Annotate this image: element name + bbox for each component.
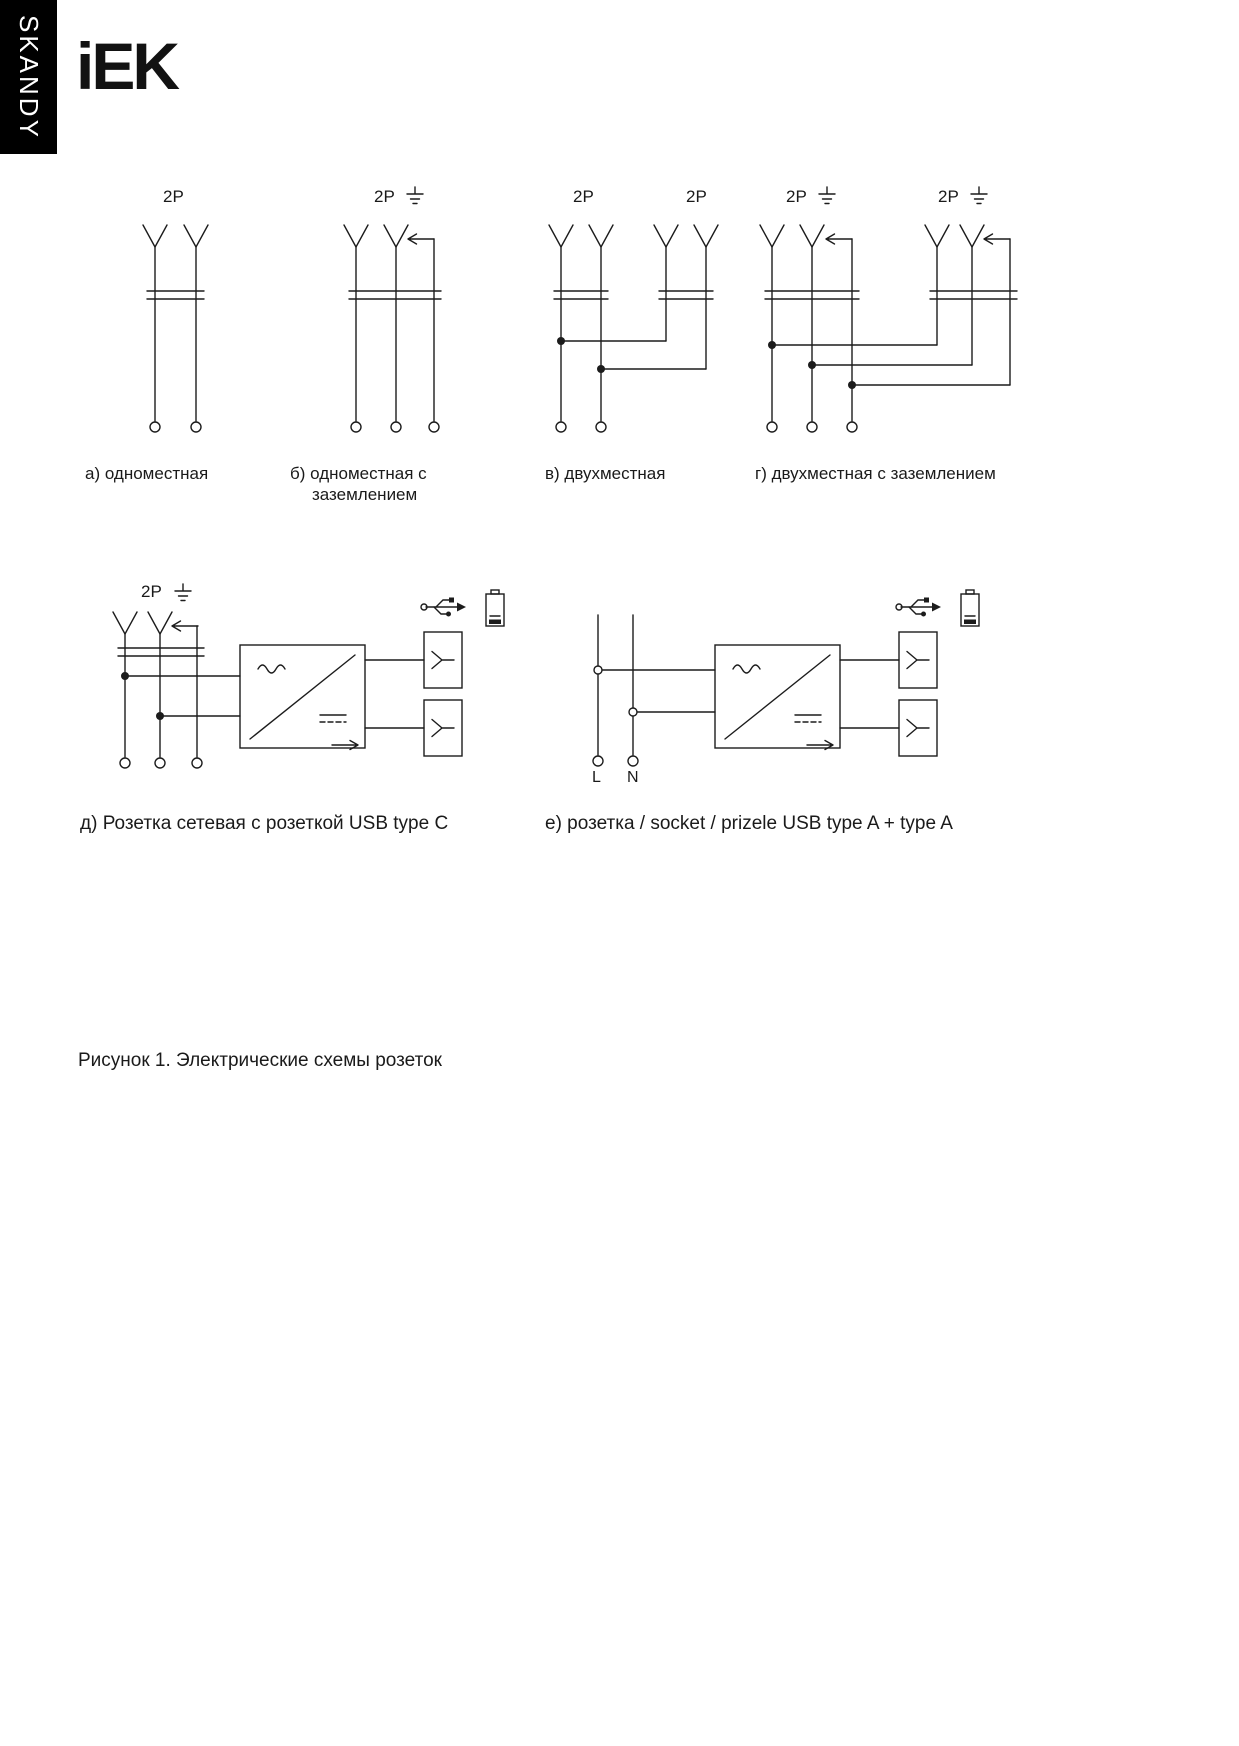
diagram-b-caption-line2: заземлением <box>312 485 418 504</box>
socket-contact-fork-icon <box>112 611 138 635</box>
diagram-a-schematic <box>142 224 209 433</box>
diagram-d-schematic <box>759 224 1018 433</box>
socket-contact-fork-icon <box>548 224 574 248</box>
socket-contact-fork-icon <box>343 224 369 248</box>
psu-converter-unit <box>239 589 505 757</box>
socket-contact-fork-icon <box>693 224 719 248</box>
ground-icon <box>970 186 988 205</box>
line-n-label: N <box>627 769 639 786</box>
pole-label: 2P <box>163 187 184 206</box>
diagram-f-caption: е) розетка / socket / prizele USB type A… <box>545 813 953 834</box>
series-tab-label: SKANDY <box>14 14 44 140</box>
diagram-e-caption: д) Розетка сетевая с розеткой USB type C <box>80 813 449 834</box>
ground-contact-arrow-icon <box>983 233 1011 245</box>
ground-icon <box>406 186 424 205</box>
socket-contact-fork-icon <box>924 224 950 248</box>
socket-contact-fork-icon <box>959 224 985 248</box>
line-l-label: L <box>592 769 601 786</box>
socket-contact-fork-icon <box>142 224 168 248</box>
socket-contact-fork-icon <box>183 224 209 248</box>
pole-label: 2P <box>573 187 594 206</box>
ground-contact-arrow-icon <box>407 233 435 245</box>
diagram-e-schematic <box>112 589 505 769</box>
figure-caption: Рисунок 1. Электрические схемы розеток <box>78 1050 442 1071</box>
diagram-c-schematic <box>548 224 719 433</box>
ground-contact-arrow-icon <box>171 620 199 632</box>
socket-contact-fork-icon <box>383 224 409 248</box>
pole-label: 2P <box>938 187 959 206</box>
ground-icon <box>818 186 836 205</box>
socket-contact-fork-icon <box>759 224 785 248</box>
diagram-c-caption: в) двухместная <box>545 464 666 483</box>
pole-label: 2P <box>686 187 707 206</box>
socket-contact-fork-icon <box>653 224 679 248</box>
socket-contact-fork-icon <box>588 224 614 248</box>
pole-label: 2P <box>786 187 807 206</box>
diagram-a-caption: а) одноместная <box>85 464 209 483</box>
diagram-f-schematic <box>592 589 980 767</box>
psu-converter-unit <box>714 589 980 757</box>
ground-icon <box>174 583 192 602</box>
socket-contact-fork-icon <box>147 611 173 635</box>
socket-contact-fork-icon <box>799 224 825 248</box>
pole-label: 2P <box>141 582 162 601</box>
brand-logo: iEK <box>76 29 180 103</box>
diagram-b-caption-line1: б) одноместная с <box>290 464 427 483</box>
ground-contact-arrow-icon <box>825 233 853 245</box>
series-tab: SKANDY <box>0 0 57 154</box>
diagram-b-schematic <box>343 224 442 433</box>
diagram-d-caption: г) двухместная с заземлением <box>755 464 996 483</box>
pole-label: 2P <box>374 187 395 206</box>
